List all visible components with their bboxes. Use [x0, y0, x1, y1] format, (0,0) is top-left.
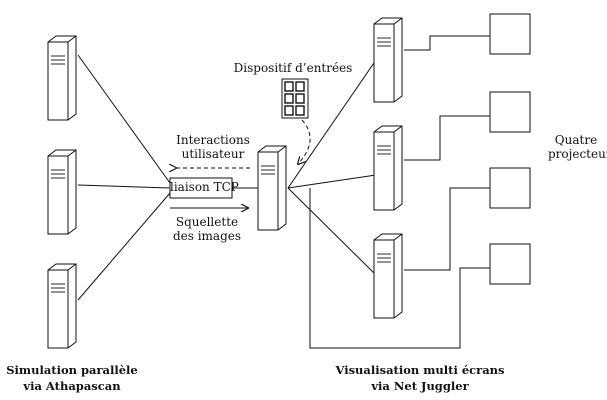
tcp-link-label: liaison TCP	[170, 180, 239, 194]
server-icon	[47, 263, 77, 349]
projectors-label-line2: projecteurs	[548, 147, 607, 161]
tcp-link-box	[169, 177, 233, 199]
projector-icon	[489, 167, 531, 209]
interactions-label-line2: utilisateur	[181, 147, 245, 161]
projectors-label-line1: Quatre	[554, 133, 598, 147]
server-icon	[47, 149, 77, 235]
connections-right	[287, 35, 490, 349]
skeleton-label-line1: Squellette	[175, 215, 239, 229]
server-icon	[47, 35, 77, 121]
simulation-label-line1: Simulation parallèle	[6, 363, 138, 377]
projector-icon	[489, 13, 531, 55]
simulation-label-line2: via Athapascan	[23, 379, 121, 393]
server-icon	[373, 17, 403, 103]
server-icon	[257, 145, 287, 231]
server-icon	[373, 125, 403, 211]
visualisation-label-line2: via Net Juggler	[371, 379, 469, 393]
projector-icon	[489, 243, 531, 285]
input-device-label: Dispositif d’entrées	[233, 61, 353, 75]
visualisation-label-line1: Visualisation multi écrans	[335, 363, 505, 377]
keypad-icon	[281, 78, 309, 119]
server-icon	[373, 233, 403, 319]
skeleton-label-line2: des images	[172, 229, 242, 243]
interactions-label-line1: Interactions	[176, 133, 250, 147]
connections-left	[77, 54, 258, 301]
input-device-link	[298, 119, 311, 164]
projector-icon	[489, 91, 531, 133]
